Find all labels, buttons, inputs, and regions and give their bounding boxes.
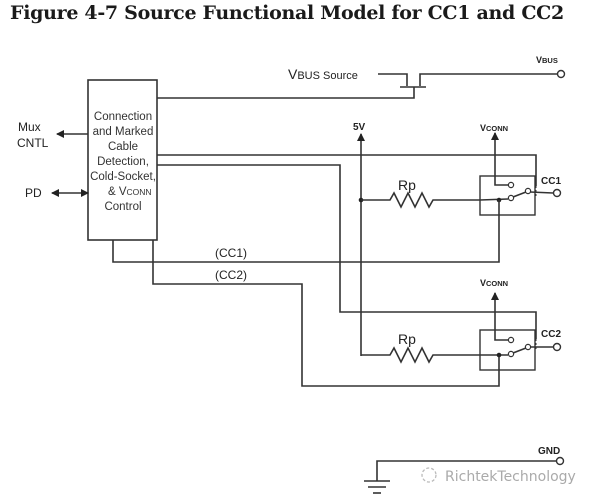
ground-symbol-icon — [364, 480, 390, 494]
vbus-label: VBUS — [536, 55, 558, 65]
cc1-terminal — [552, 188, 562, 198]
cc2-terminal — [552, 342, 562, 352]
vbus-source-label: VBUS Source — [288, 66, 358, 82]
gnd-wire — [376, 460, 557, 481]
transistor-gate-wire — [157, 87, 415, 99]
vconn2-label: VCONN — [480, 278, 508, 288]
block-line-6: & VCONN — [108, 186, 152, 198]
cntl-label: CNTL — [17, 136, 49, 150]
cc1-net-wire — [112, 200, 500, 263]
gnd-label: GND — [538, 446, 560, 457]
watermark-logo-icon — [421, 467, 437, 483]
figure-title: Figure 4-7 Source Functional Model for C… — [10, 2, 564, 24]
vbus-source-wire — [378, 73, 408, 86]
rp1-label: Rp — [398, 177, 416, 193]
block-line-7: Control — [104, 201, 141, 213]
cc1-switch — [479, 132, 554, 216]
cc1-label: CC1 — [541, 176, 561, 187]
control-block: Connection and Marked Cable Detection, C… — [87, 79, 158, 241]
cc2-net-label: (CC2) — [215, 268, 247, 282]
vconn1-label: VCONN — [480, 123, 508, 133]
vbus-terminal — [556, 69, 566, 79]
cc2-net-wire — [152, 240, 500, 387]
block-line-2: and Marked — [93, 126, 154, 138]
cc2-switch-control-wire — [157, 164, 537, 339]
rp2-resistor — [361, 346, 480, 364]
block-line-3: Cable — [108, 141, 138, 153]
gnd-terminal — [555, 456, 565, 466]
block-line-1: Connection — [94, 111, 152, 123]
block-line-5: Cold-Socket, — [90, 171, 156, 183]
cc2-label: CC2 — [541, 329, 561, 340]
pd-label: PD — [25, 186, 42, 200]
rp2-label: Rp — [398, 331, 416, 347]
mux-label: Mux — [18, 120, 41, 134]
block-line-4: Detection, — [97, 156, 149, 168]
cc2-switch — [479, 292, 553, 371]
cc1-net-label: (CC1) — [215, 246, 247, 260]
cc1-switch-control-wire — [157, 154, 537, 186]
watermark: RichtekTechnology — [421, 467, 576, 485]
rp1-resistor — [361, 191, 480, 209]
watermark-text: RichtekTechnology — [445, 469, 576, 485]
5v-label: 5V — [353, 122, 366, 133]
vbus-wire — [419, 73, 557, 86]
